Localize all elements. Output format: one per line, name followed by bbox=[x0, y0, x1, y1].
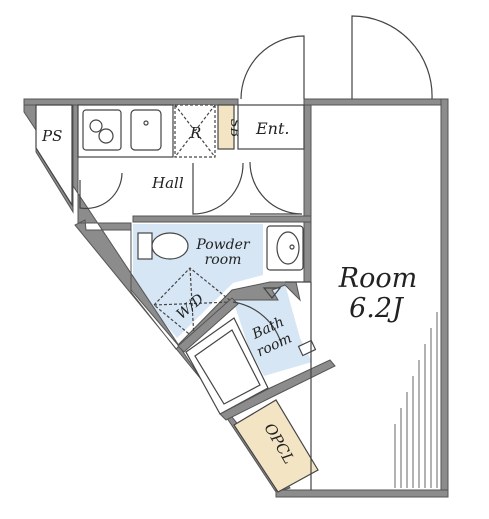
entrance-door[interactable] bbox=[240, 35, 305, 100]
bath-corner bbox=[262, 287, 282, 299]
room-door[interactable] bbox=[351, 15, 433, 100]
shoe-box bbox=[217, 104, 235, 150]
toilet-tank bbox=[137, 232, 153, 260]
kitchen-sink bbox=[130, 109, 162, 151]
entrance-floor bbox=[237, 104, 305, 150]
hall-door[interactable] bbox=[79, 172, 123, 210]
window-hatch bbox=[394, 312, 438, 488]
closet-door[interactable] bbox=[249, 161, 303, 215]
faucet-icon bbox=[289, 244, 295, 250]
closet bbox=[233, 399, 319, 493]
partition-wall-room bbox=[303, 104, 312, 283]
bath-room-floor bbox=[233, 284, 312, 376]
partition-wall-hall bbox=[132, 215, 312, 223]
room-label-2: 6.2J bbox=[349, 293, 405, 324]
bathroom-wall bbox=[177, 297, 239, 353]
burner-icon bbox=[89, 119, 103, 133]
powder-room-label-1: Powder bbox=[195, 237, 251, 253]
room-label-1: Room bbox=[338, 263, 417, 294]
outer-wall-top-left bbox=[23, 98, 239, 106]
ps-label: PS bbox=[41, 127, 62, 145]
refrigerator-label: R bbox=[189, 124, 201, 142]
powder-room-label-2: room bbox=[205, 252, 242, 268]
drain-icon bbox=[143, 120, 149, 126]
entrance-label: Ent. bbox=[255, 119, 290, 138]
bathtub bbox=[185, 317, 269, 415]
burner-icon bbox=[98, 128, 114, 144]
outer-wall-right bbox=[440, 98, 449, 498]
outer-wall-bottom bbox=[275, 489, 449, 498]
ps-shaft bbox=[35, 104, 73, 208]
toilet-bowl bbox=[151, 232, 189, 260]
hall-label: Hall bbox=[151, 174, 184, 192]
powder-door[interactable] bbox=[192, 162, 244, 215]
wash-basin bbox=[266, 225, 304, 271]
bath-door[interactable] bbox=[232, 301, 283, 347]
outer-wall-top-right bbox=[303, 98, 449, 106]
diagonal-wall bbox=[219, 359, 336, 421]
